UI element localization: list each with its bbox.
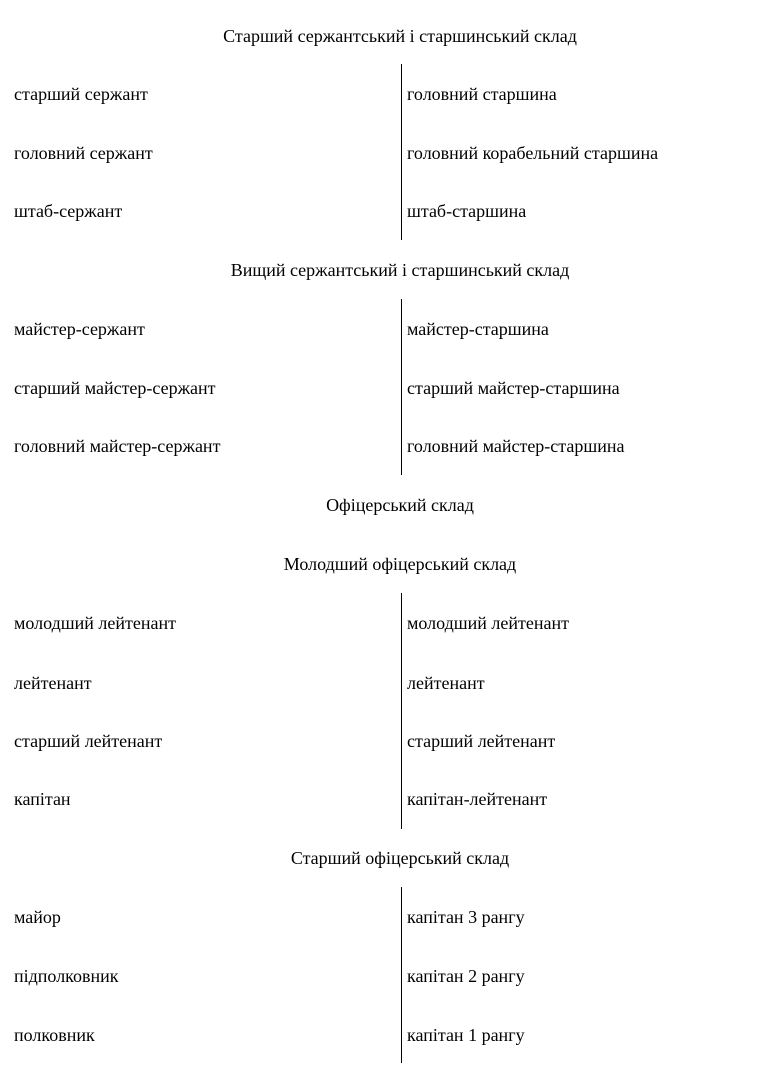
column-divider	[401, 64, 402, 240]
army-rank: старший майстер-сержант	[14, 378, 216, 398]
army-rank: штаб-сержант	[14, 201, 123, 221]
navy-rank: молодший лейтенант	[407, 613, 569, 633]
army-rank: головний майстер-сержант	[14, 436, 221, 456]
army-rank: підполковник	[14, 966, 119, 986]
army-rank: майор	[14, 907, 61, 927]
navy-rank: головний майстер-старшина	[407, 436, 625, 456]
navy-rank: капітан 2 рангу	[407, 966, 525, 986]
section-heading: Старший офіцерський склад	[290, 848, 510, 868]
section-heading: Старший сержантський і старшинський скла…	[223, 26, 577, 46]
army-rank: молодший лейтенант	[14, 613, 176, 633]
navy-rank: капітан 1 рангу	[407, 1025, 525, 1045]
column-divider	[401, 299, 402, 475]
army-rank: головний сержант	[14, 143, 153, 163]
army-rank: старший лейтенант	[14, 731, 163, 751]
army-rank: капітан	[14, 789, 71, 809]
column-divider	[401, 887, 402, 1063]
navy-rank: старший лейтенант	[407, 731, 556, 751]
navy-rank: головний корабельний старшина	[407, 143, 659, 163]
navy-rank: капітан 3 рангу	[407, 907, 525, 927]
section-heading: Вищий сержантський і старшинський склад	[230, 260, 570, 280]
navy-rank: головний старшина	[407, 84, 557, 104]
section-heading: Молодший офіцерський склад	[283, 554, 517, 574]
navy-rank: штаб-старшина	[407, 201, 527, 221]
navy-rank: капітан-лейтенант	[407, 789, 548, 809]
army-rank: лейтенант	[14, 673, 92, 693]
army-rank: старший сержант	[14, 84, 148, 104]
navy-rank: лейтенант	[407, 673, 485, 693]
army-rank: полковник	[14, 1025, 95, 1045]
navy-rank: майстер-старшина	[407, 319, 549, 339]
army-rank: майстер-сержант	[14, 319, 145, 339]
navy-rank: старший майстер-старшина	[407, 378, 620, 398]
section-heading: Офіцерський склад	[326, 495, 474, 515]
column-divider	[401, 593, 402, 829]
